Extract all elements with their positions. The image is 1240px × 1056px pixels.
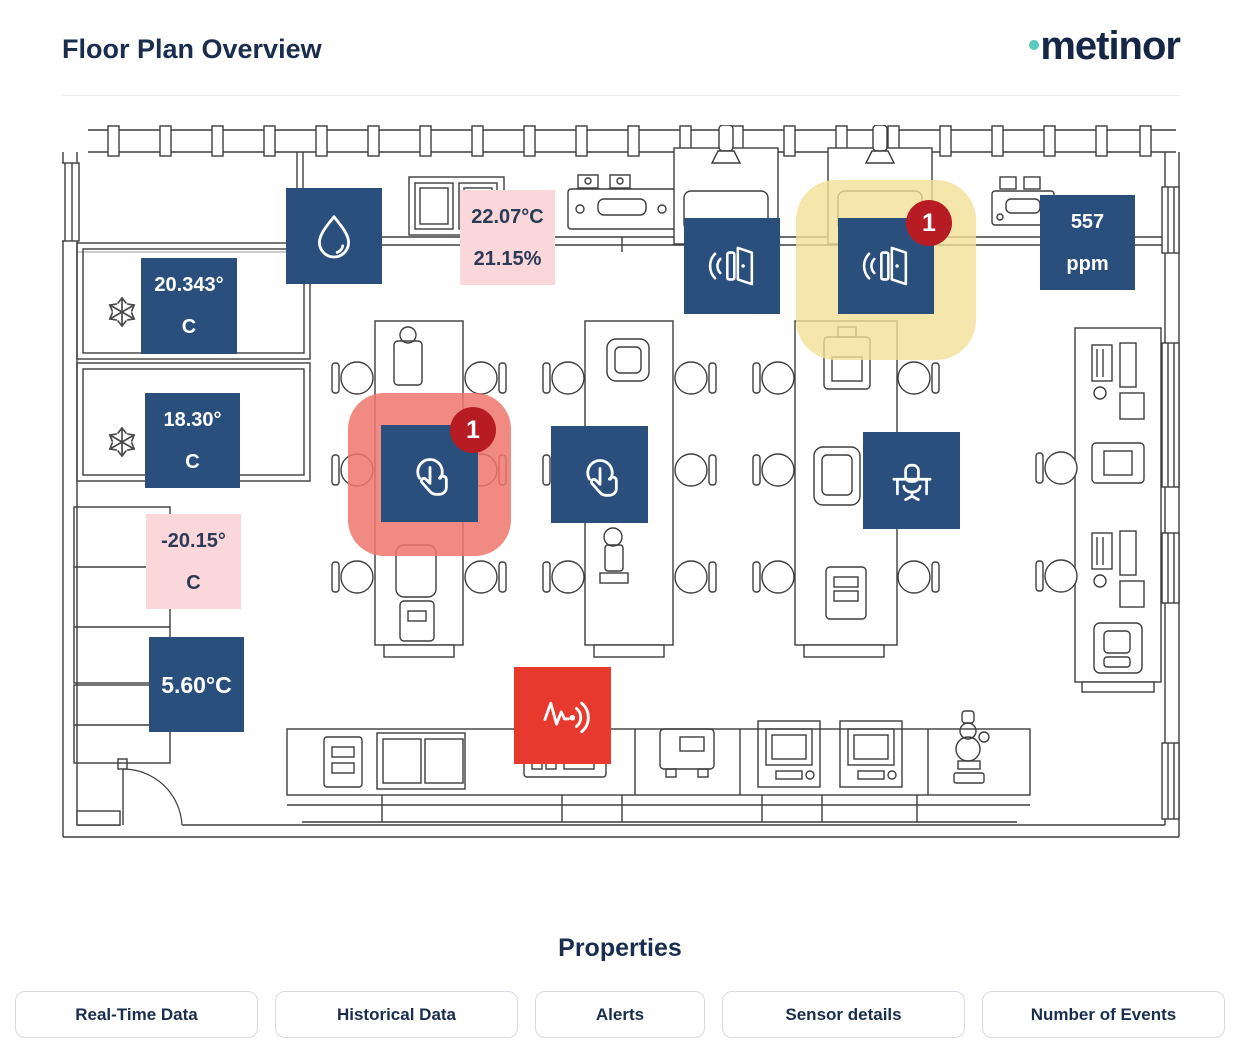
touch-tap-icon [585,458,618,497]
brand-logo: metinor [1029,24,1181,68]
touch-tap-icon [415,457,448,496]
sensor-tile-temp-humidity[interactable]: 22.07°C 21.15% [460,190,555,285]
door-open-icon [862,246,908,286]
sensor-tile-door-2[interactable]: 1 [838,200,952,314]
tile-value-line: C [185,450,200,473]
sensor-details-button[interactable]: Sensor details [722,991,965,1038]
sensor-tile-occupancy[interactable] [863,432,960,529]
sensor-tile-freezer-1[interactable]: 20.343° C [141,258,237,354]
sensor-tile-freezer-3[interactable]: -20.15° C [146,514,241,609]
real-time-data-button[interactable]: Real-Time Data [15,991,258,1038]
brand-text: metinor [1040,24,1181,68]
tile-value-line: C [181,316,197,338]
tile-value-line: ppm [1066,252,1109,275]
event-count-badge: 1 [906,200,952,246]
properties-buttons: Real-Time Data Historical Data Alerts Se… [15,991,1225,1038]
alerts-button[interactable]: Alerts [535,991,705,1038]
sensor-tile-door-1[interactable] [684,218,780,314]
tile-value-line: 21.15% [473,247,542,270]
sensor-tile-touch-2[interactable] [551,426,648,523]
header-divider [62,95,1180,96]
water-drop-icon [318,215,350,259]
tile-value-line: 20.343° [154,274,224,296]
page-title: Floor Plan Overview [62,34,322,64]
door-open-icon [708,246,754,286]
tile-value-line: C [186,571,201,594]
floor-plan: 22.07°C 21.15% 1 557 ppm 20.343° C 18.30… [62,125,1180,838]
sensor-tile-water-leak[interactable] [286,188,382,284]
sensor-tile-touch-1[interactable]: 1 [381,407,496,522]
sensor-tile-co2[interactable]: 557 ppm [1040,195,1135,290]
tile-value-line: 22.07°C [471,205,544,228]
sensor-tile-vibration[interactable] [514,667,611,764]
sensor-tile-freezer-2[interactable]: 18.30° C [145,393,240,488]
sensor-tile-freezer-4[interactable]: 5.60°C [149,637,244,732]
desk-chair-icon [892,463,931,501]
number-of-events-button[interactable]: Number of Events [982,991,1225,1038]
tile-value-line: 18.30° [163,408,222,431]
properties-heading: Properties [558,934,682,962]
brand-dot-icon [1029,40,1040,50]
tile-value-line: 5.60°C [161,671,232,698]
event-count-badge: 1 [450,407,496,453]
tile-value-line: 557 [1070,210,1105,233]
tile-value-line: -20.15° [161,529,226,552]
vibration-icon [543,701,590,733]
historical-data-button[interactable]: Historical Data [275,991,518,1038]
